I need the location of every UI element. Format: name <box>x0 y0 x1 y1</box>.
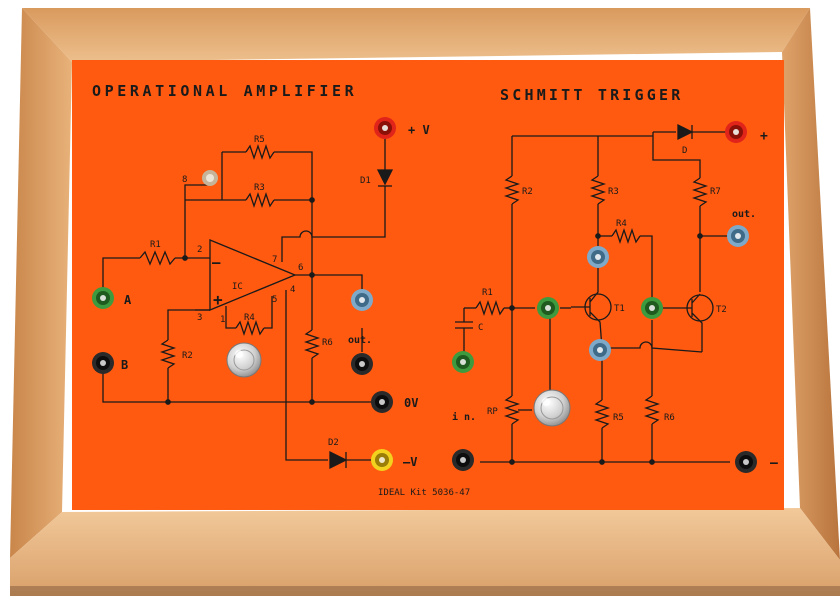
label-s-r6: R6 <box>664 413 675 423</box>
opamp-triangle <box>209 239 297 311</box>
jack-s-c-green[interactable] <box>452 351 474 373</box>
label-r6: R6 <box>322 338 333 348</box>
label-r5: R5 <box>254 135 265 145</box>
schmitt-rp-potentiometer <box>503 395 521 425</box>
opamp-minus-sign: — <box>212 255 221 271</box>
left-title: OPERATIONAL AMPLIFIER <box>92 82 357 100</box>
jack-zero-v-black[interactable] <box>371 391 393 413</box>
label-input-a: A <box>124 293 132 307</box>
jack-plus-v-red[interactable] <box>374 117 396 139</box>
schmitt-circuit <box>455 123 730 465</box>
label-s-r3: R3 <box>608 187 619 197</box>
opamp-terminal-labels: + V –V 0V A B out. <box>121 123 430 469</box>
label-s-in: i n. <box>452 411 476 423</box>
label-pin-5: 5 <box>272 295 277 305</box>
label-pin-4: 4 <box>290 285 295 295</box>
jack-pin-8-metal[interactable] <box>202 170 218 186</box>
opamp-r4-resistor <box>235 319 265 337</box>
label-pin-8: 8 <box>182 175 187 185</box>
opamp-circuit <box>102 128 394 470</box>
jack-s-plus-red[interactable] <box>725 121 747 143</box>
label-input-b: B <box>121 358 128 372</box>
label-pin-7: 7 <box>272 255 277 265</box>
opamp-plus-sign: + <box>213 290 223 309</box>
jack-opamp-out-blue[interactable] <box>351 289 373 311</box>
jack-s-t1-collector-blue[interactable] <box>587 246 609 268</box>
wood-frame <box>10 8 840 596</box>
opamp-r3-resistor <box>245 191 275 209</box>
jack-s-emitter-blue[interactable] <box>589 339 611 361</box>
opamp-labels: R5 R3 R1 R2 R4 R6 D1 D2 IC 2 3 7 6 4 5 1… <box>150 135 371 448</box>
schmitt-rp-knob[interactable] <box>533 389 571 427</box>
label-s-t2: T2 <box>716 305 727 315</box>
opamp-offset-knob[interactable] <box>226 342 262 378</box>
footer-text: IDEAL Kit 5036-47 <box>378 488 470 498</box>
label-pin-6: 6 <box>298 263 303 273</box>
opamp-r2-resistor <box>159 339 177 369</box>
schmitt-r3-resistor <box>589 175 607 205</box>
label-minus-v: –V <box>403 455 417 469</box>
label-s-r5: R5 <box>613 413 624 423</box>
label-s-d: D <box>682 146 687 156</box>
orange-panel <box>72 60 784 510</box>
label-d2: D2 <box>328 438 339 448</box>
schmitt-d-diode <box>677 123 694 141</box>
label-s-r1: R1 <box>482 288 493 298</box>
label-s-plus: + <box>760 129 768 144</box>
schmitt-terminal-labels: + – i n. out. <box>452 129 778 471</box>
label-s-minus: – <box>770 456 778 471</box>
schmitt-r1-resistor <box>475 299 505 317</box>
jacks <box>92 117 757 473</box>
jack-s-t1-base-green[interactable] <box>537 297 559 319</box>
label-plus-v: + V <box>408 123 430 137</box>
label-s-r4: R4 <box>616 219 627 229</box>
schmitt-r6-resistor <box>643 395 661 425</box>
label-s-rp: RP <box>487 407 498 417</box>
label-r4: R4 <box>244 313 255 323</box>
label-s-t1: T1 <box>614 304 625 314</box>
schmitt-r7-resistor <box>691 177 709 207</box>
label-pin-1: 1 <box>220 315 225 325</box>
opamp-r5-resistor <box>245 143 275 161</box>
jack-input-a-green[interactable] <box>92 287 114 309</box>
label-pin-2: 2 <box>197 245 202 255</box>
schmitt-r5-resistor <box>593 399 611 429</box>
opamp-r6-resistor <box>303 329 321 359</box>
label-s-r2: R2 <box>522 187 533 197</box>
label-s-out: out. <box>732 209 756 220</box>
jack-minus-v-yellow[interactable] <box>371 449 393 471</box>
label-s-r7: R7 <box>710 187 721 197</box>
schmitt-r4-resistor <box>611 227 641 245</box>
jack-opamp-out-black[interactable] <box>351 353 373 375</box>
label-pin-3: 3 <box>197 313 202 323</box>
jack-input-b-black[interactable] <box>92 352 114 374</box>
right-title: SCHMITT TRIGGER <box>500 86 683 104</box>
label-r1: R1 <box>150 240 161 250</box>
label-zero-v: 0V <box>404 396 418 410</box>
label-opamp-out: out. <box>348 335 372 346</box>
label-ic: IC <box>232 282 243 292</box>
jack-s-in-black[interactable] <box>452 449 474 471</box>
opamp-d2-diode <box>329 450 348 470</box>
schmitt-r2-resistor <box>503 175 521 205</box>
label-d1: D1 <box>360 176 371 186</box>
jack-s-minus-black[interactable] <box>735 451 757 473</box>
label-r2: R2 <box>182 351 193 361</box>
jack-s-t2-base-green[interactable] <box>641 297 663 319</box>
jack-s-out-blue[interactable] <box>727 225 749 247</box>
schmitt-labels: R1 R2 R3 R4 R5 R6 R7 RP C D T1 T2 <box>478 146 727 423</box>
label-s-c: C <box>478 323 483 333</box>
opamp-r1-resistor <box>139 250 176 266</box>
label-r3: R3 <box>254 183 265 193</box>
